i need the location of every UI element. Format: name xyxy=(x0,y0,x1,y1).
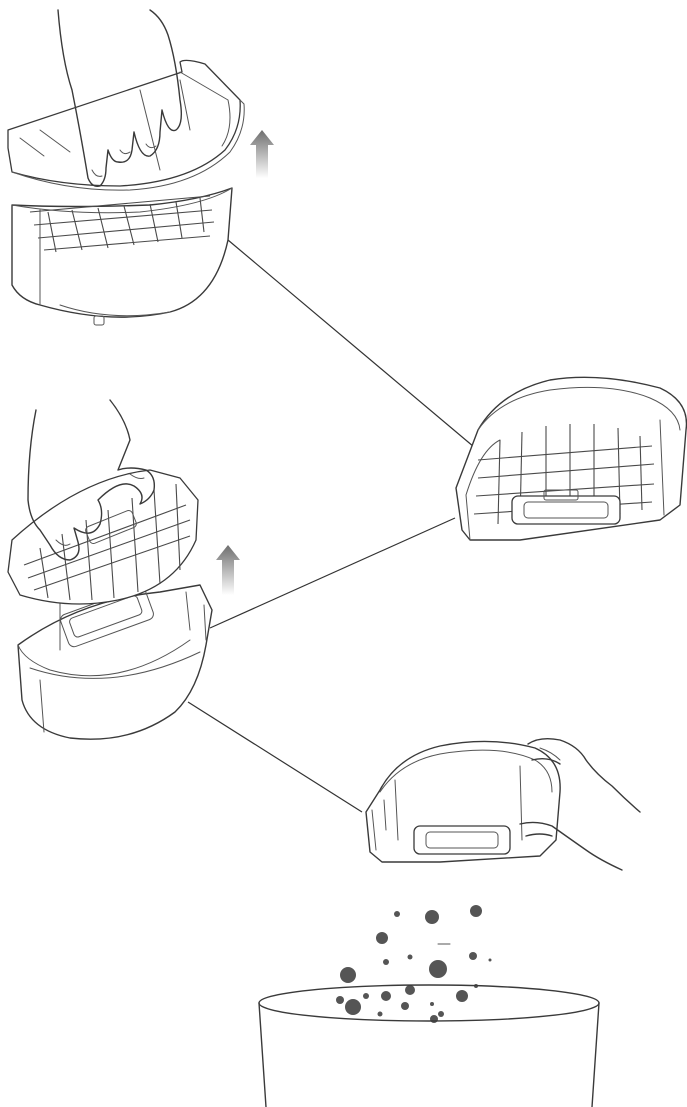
top-lid xyxy=(8,60,240,186)
leader-line-bottom xyxy=(188,702,362,812)
up-arrow-icon xyxy=(250,130,274,178)
up-arrow-icon xyxy=(216,545,240,595)
trash-can-rim xyxy=(259,985,599,1021)
dust-particles xyxy=(336,905,492,1023)
leader-line-middle xyxy=(210,518,455,628)
filter-detail-view xyxy=(456,377,686,540)
bin-handle-slot-bottom xyxy=(414,826,510,854)
leader-line-top xyxy=(228,240,480,452)
step-empty-bin xyxy=(366,739,640,870)
bin-body-open xyxy=(18,585,212,739)
step-lift-lid xyxy=(8,10,274,325)
leader-lines xyxy=(188,240,480,812)
bin-body xyxy=(12,188,232,317)
trash-can-body xyxy=(259,1003,266,1107)
filter-tray xyxy=(8,470,198,604)
step-lift-filter xyxy=(8,400,240,739)
trash-can xyxy=(259,985,599,1107)
